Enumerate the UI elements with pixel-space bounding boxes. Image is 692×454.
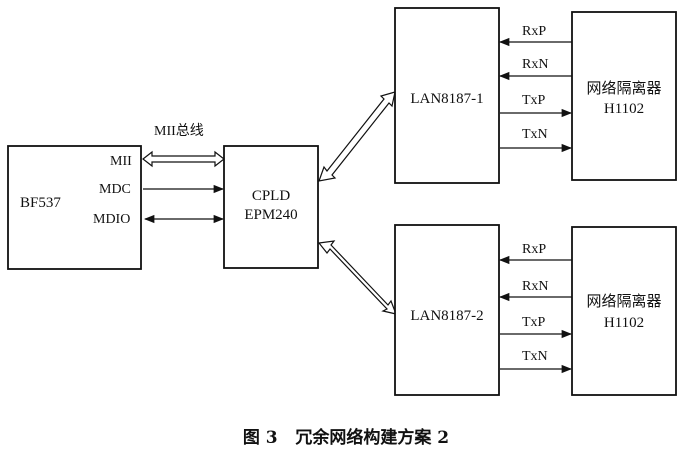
lan2-label: LAN8187-2 <box>410 308 483 324</box>
bf537-block: BF537 MII MDC MDIO <box>7 145 142 270</box>
isolator1-part-label: H1102 <box>604 101 644 117</box>
network-isolator-2-block: 网络隔离器 H1102 <box>571 226 677 396</box>
bf537-label: BF537 <box>20 195 61 211</box>
cpld-label: CPLD <box>252 188 291 204</box>
lan1-label: LAN8187-1 <box>410 91 483 107</box>
cpld-block: CPLD EPM240 <box>223 145 319 269</box>
isolator1-label: 网络隔离器 <box>586 80 661 97</box>
rxn-label-2: RxN <box>522 279 548 294</box>
isolator2-label: 网络隔离器 <box>586 293 661 310</box>
mii-bus-label: MII总线 <box>154 123 204 139</box>
lan8187-2-block: LAN8187-2 <box>394 224 500 396</box>
txn-label-1: TxN <box>522 127 548 142</box>
mii-bus-arrow <box>142 150 225 168</box>
cpld-lan1-bus-arrow <box>318 91 396 182</box>
txn-label-2: TxN <box>522 349 548 364</box>
isolator2-part-label: H1102 <box>604 315 644 331</box>
txp-label-2: TxP <box>522 315 546 330</box>
rxp-label-1: RxP <box>522 24 546 39</box>
rxp-label-2: RxP <box>522 242 546 257</box>
mdio-port-label: MDIO <box>93 212 130 227</box>
mdc-port-label: MDC <box>99 182 131 197</box>
mii-port-label: MII <box>110 154 132 169</box>
lan8187-1-block: LAN8187-1 <box>394 7 500 184</box>
txp-label-1: TxP <box>522 93 546 108</box>
rxn-label-1: RxN <box>522 57 548 72</box>
figure-caption: 图 3 冗余网络构建方案 2 <box>243 427 449 448</box>
network-isolator-1-block: 网络隔离器 H1102 <box>571 11 677 181</box>
cpld-lan2-bus-arrow <box>317 240 397 315</box>
cpld-part-label: EPM240 <box>244 207 297 223</box>
